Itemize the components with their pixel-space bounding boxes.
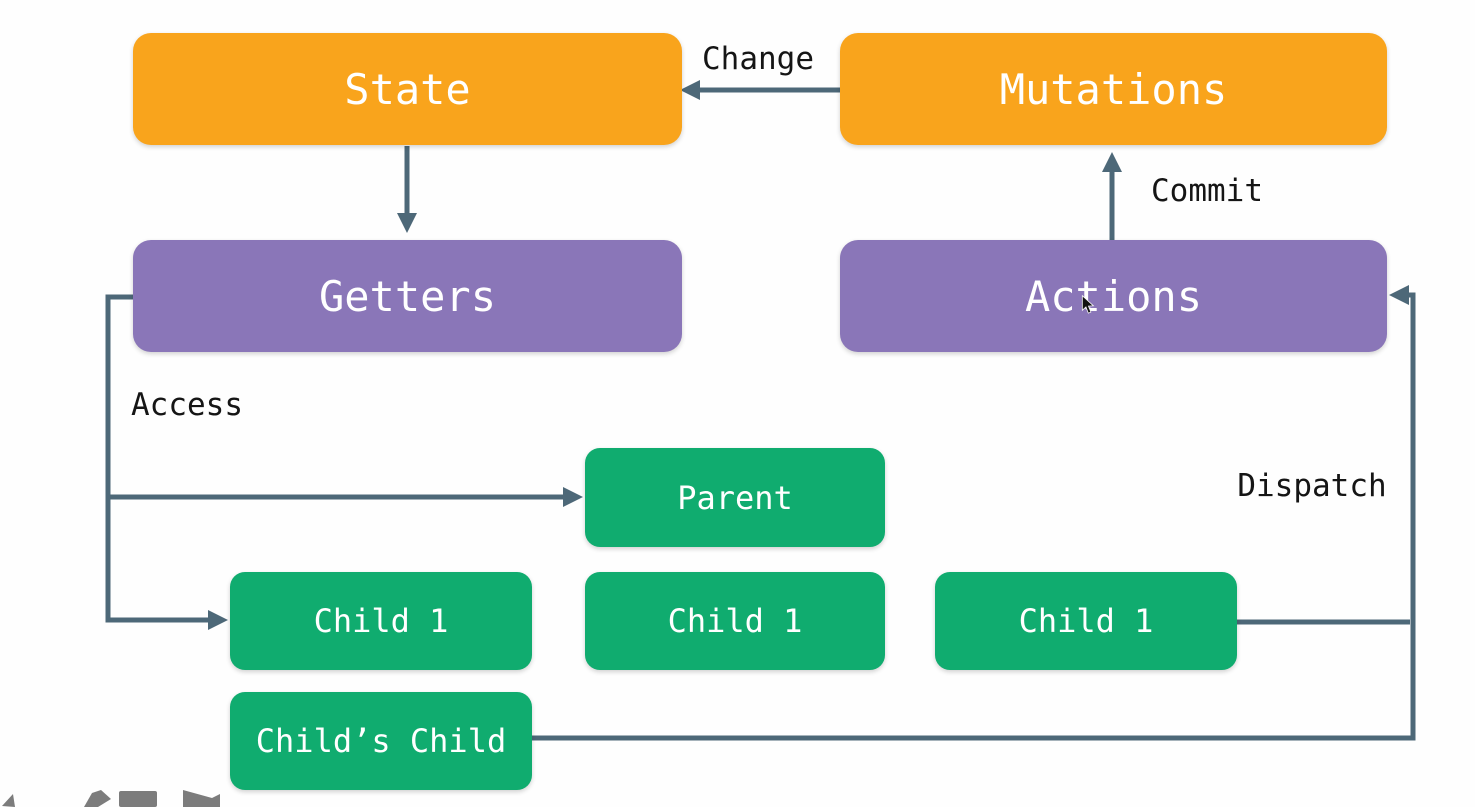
- node-parent-label: Parent: [677, 478, 793, 517]
- node-child1-left: Child 1: [230, 572, 532, 670]
- node-child1-middle: Child 1: [585, 572, 885, 670]
- node-getters: Getters: [133, 240, 682, 352]
- change-edge-label: Change: [702, 41, 814, 77]
- node-actions: Actions: [840, 240, 1387, 352]
- dispatch-edge-label: Dispatch: [1237, 468, 1387, 504]
- arrow-right-icon: [183, 790, 220, 807]
- node-state: State: [133, 33, 682, 145]
- node-state-label: State: [344, 64, 471, 114]
- node-mutations: Mutations: [840, 33, 1387, 145]
- node-child1-right: Child 1: [935, 572, 1237, 670]
- node-child1-middle-label: Child 1: [667, 602, 803, 640]
- node-mutations-label: Mutations: [999, 64, 1228, 114]
- access-edge-label: Access: [131, 387, 243, 423]
- node-getters-label: Getters: [318, 271, 496, 321]
- pencil-icon: [84, 790, 111, 807]
- commit-edge-label: Commit: [1151, 173, 1263, 209]
- node-parent: Parent: [585, 448, 885, 547]
- node-child1-right-label: Child 1: [1018, 602, 1154, 640]
- tick-mark-icon: [2, 794, 15, 807]
- rectangle-icon: [119, 791, 157, 807]
- node-childs-child: Child’s Child: [230, 692, 532, 790]
- node-childs-child-label: Child’s Child: [255, 722, 507, 760]
- bottom-toolbar-partial-icons: [2, 790, 220, 807]
- node-actions-label: Actions: [1024, 271, 1202, 321]
- node-child1-left-label: Child 1: [313, 602, 449, 640]
